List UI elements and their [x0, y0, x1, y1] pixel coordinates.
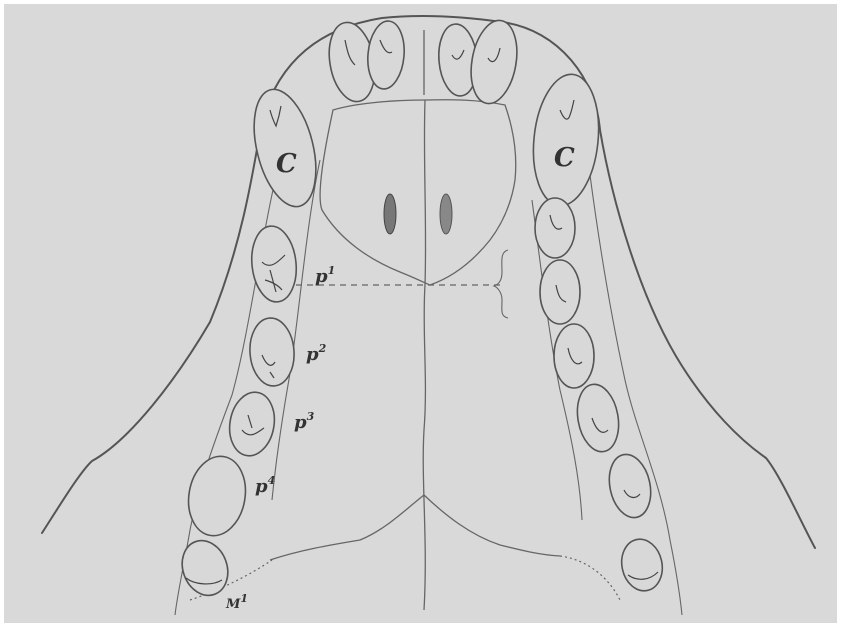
canine-right-label: C	[554, 143, 575, 173]
foramen-left	[384, 194, 396, 234]
tooth-r2	[540, 260, 580, 324]
tooth-r3	[554, 324, 594, 388]
paper-background	[4, 4, 837, 623]
foramen-right	[440, 194, 452, 234]
canine-left-label: C	[276, 149, 297, 179]
